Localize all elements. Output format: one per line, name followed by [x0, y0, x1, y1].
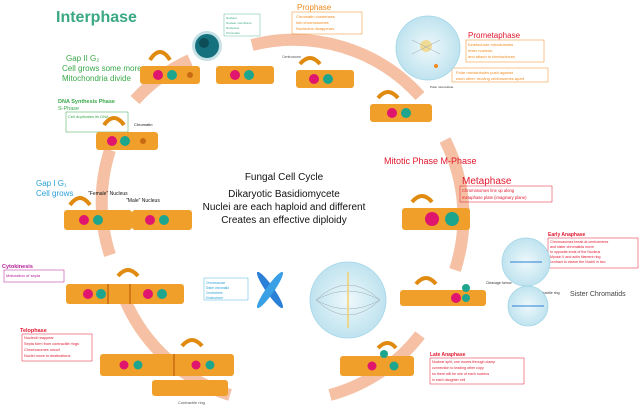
- late-anaphase-note-3: so there will be one of each nucleus: [432, 372, 489, 376]
- metaphase-detail: [309, 261, 387, 339]
- late-anaphase-note-1: Nuclear split, one moves through clamp: [432, 360, 495, 364]
- chromosome-icon: [256, 271, 284, 309]
- hypha-s-phase: [96, 116, 158, 150]
- cytokinesis-title: Cytokinesis: [2, 264, 33, 270]
- prometaphase-title: Prometaphase: [468, 31, 521, 40]
- early-anaphase-note-3: to opposite ends of the Nucleus: [550, 250, 601, 254]
- late-anaphase-note-2: connection to leading other copy: [432, 366, 484, 370]
- female-nucleus: [153, 70, 163, 80]
- interphase-title: Interphase: [56, 9, 137, 26]
- early-anaphase-note-2: and sister chromatids move: [550, 245, 594, 249]
- female-nucleus-label: "Female" Nucleus: [88, 191, 128, 197]
- polar-note-1: Polar microtubules push against: [456, 70, 514, 75]
- chromosome-labels: Chromosome Sister chromatid Centromere K…: [203, 277, 249, 301]
- hypha-cytokinesis: [66, 268, 184, 304]
- synthesis-note: Cell duplicates its DNA: [68, 114, 109, 119]
- center-line-2: Dikaryotic Basidiomycete: [228, 189, 340, 200]
- hypha-metaphase: [402, 194, 470, 230]
- gap1-label: Gap I G₁ Cell grows: [36, 179, 73, 198]
- late-anaphase-label: Late Anaphase Nuclear split, one moves t…: [429, 352, 525, 385]
- metaphase-note-2: metaphase plate (imaginary plane): [462, 195, 527, 200]
- prometaphase-label: Prometaphase Kinetochore microtubules en…: [430, 31, 549, 89]
- chromatin-label: Chromatin: [134, 122, 152, 127]
- polar-note-2: each other, moving centrosomes apart: [456, 76, 525, 81]
- metaphase-note-1: Chromosomes line up along: [462, 188, 515, 193]
- cleavage-furrow-label: Cleavage furrow: [486, 281, 512, 285]
- late-anaphase-title: Late Anaphase: [430, 352, 466, 358]
- center-line-1: Fungal Cell Cycle: [245, 172, 324, 183]
- center-line-3: Nuclei are each haploid and different: [203, 202, 366, 213]
- telophase-note-4: Nuclei move to destinations: [24, 354, 71, 358]
- male-nucleus-label: "Male" Nucleus: [126, 198, 160, 204]
- telophase-note-3: Chromosomes uncoil: [24, 348, 60, 352]
- prometaphase-detail: [395, 15, 461, 81]
- cytokinesis-label: Cytokinesis Maturation of septa: [2, 264, 65, 283]
- synthesis-line-1: DNA Synthesis Phase: [58, 99, 115, 105]
- telophase-note-1: Nucleoli reappear: [24, 336, 54, 340]
- prometaphase-note-3: and attach to kinetochores: [468, 54, 515, 59]
- gap2-label: Gap II G₂ Cell grows some more Mitochond…: [62, 54, 142, 83]
- hypha-prometaphase: [370, 90, 432, 122]
- gap2-line-3: Mitochondria divide: [62, 74, 131, 83]
- contractile-ring-label-2: Contractile ring: [536, 291, 560, 295]
- hypha-prophase: [296, 56, 354, 88]
- hypha-telophase: [100, 338, 234, 396]
- chromosome-label: Chromosome: [206, 281, 225, 285]
- sister-chromatids-label: Sister Chromatids: [570, 291, 626, 298]
- hypha-late-anaphase: [340, 341, 414, 376]
- kinetochore-label: Kinetochore: [206, 296, 223, 300]
- prophase-note-3: Nucleolus disappears: [296, 26, 334, 31]
- sister-chromatids-detail: [501, 237, 551, 327]
- gap1-line-2: Cell grows: [36, 189, 73, 198]
- early-anaphase-title: Early Anaphase: [548, 232, 586, 238]
- synthesis-label: DNA Synthesis Phase S-Phase Cell duplica…: [58, 99, 129, 133]
- cytokinesis-note: Maturation of septa: [6, 273, 41, 278]
- prometaphase-note-1: Kinetochore microtubules: [468, 42, 513, 47]
- metaphase-label: Metaphase Chromosomes line up along meta…: [459, 176, 553, 203]
- early-anaphase-note-1: Chromosomes break at centromeres: [550, 240, 609, 244]
- center-text: Fungal Cell Cycle Dikaryotic Basidiomyce…: [203, 172, 366, 226]
- prophase-label: Prophase Chromatin condenses into chromo…: [291, 3, 363, 35]
- nucleus-labels: Nucleus Nuclear membrane Nucleolus Chrom…: [223, 13, 261, 37]
- telophase-note-2: Septa form from contractile rings: [24, 342, 79, 346]
- early-anaphase-label: Early Anaphase Chromosomes break at cent…: [547, 232, 639, 269]
- centrosome-label: Centrosome: [282, 55, 301, 59]
- prometaphase-note-2: enter nucleus,: [468, 48, 493, 53]
- gap2-line-1: Gap II G₂: [66, 54, 99, 63]
- telophase-label: Telophase Nucleoli reappear Septa form f…: [20, 328, 93, 362]
- gap2-line-2: Cell grows some more: [62, 64, 142, 73]
- prophase-title: Prophase: [297, 3, 332, 12]
- metaphase-title: Metaphase: [462, 176, 512, 187]
- center-line-4: Creates an effective diploidy: [221, 215, 346, 226]
- male-nucleus: [167, 70, 177, 80]
- hypha-g1: [64, 196, 192, 230]
- early-anaphase-note-5: contract to cleave the Nuclei in two: [550, 260, 606, 264]
- centromere-label: Centromere: [206, 291, 223, 295]
- nucleolus-label: Nucleolus: [226, 26, 240, 30]
- contractile-ring-label: Contractile ring: [178, 400, 205, 405]
- hypha-g2: [140, 50, 274, 84]
- telophase-title: Telophase: [20, 328, 47, 334]
- gap1-line-1: Gap I G₁: [36, 179, 67, 188]
- synthesis-line-2: S-Phase: [58, 106, 79, 112]
- polar-microtubule-label: Polar microtubule: [430, 85, 454, 89]
- nuclear-membrane-label: Nuclear membrane: [226, 21, 252, 25]
- prophase-note-2: into chromosomes: [296, 20, 329, 25]
- early-anaphase-note-4: Myosin II and actin filament ring: [550, 255, 601, 259]
- mitotic-phase-label: Mitotic Phase M-Phase: [384, 156, 477, 166]
- nucleus-label: Nucleus: [226, 16, 237, 20]
- late-anaphase-note-4: in each daughter cell: [432, 378, 465, 382]
- chromatin-small-label: Chromatin: [226, 31, 240, 35]
- sister-chromatid-label: Sister chromatid: [206, 286, 229, 290]
- prophase-note-1: Chromatin condenses: [296, 14, 335, 19]
- nucleus-detail: [192, 31, 222, 61]
- hypha-early-anaphase: [400, 276, 486, 306]
